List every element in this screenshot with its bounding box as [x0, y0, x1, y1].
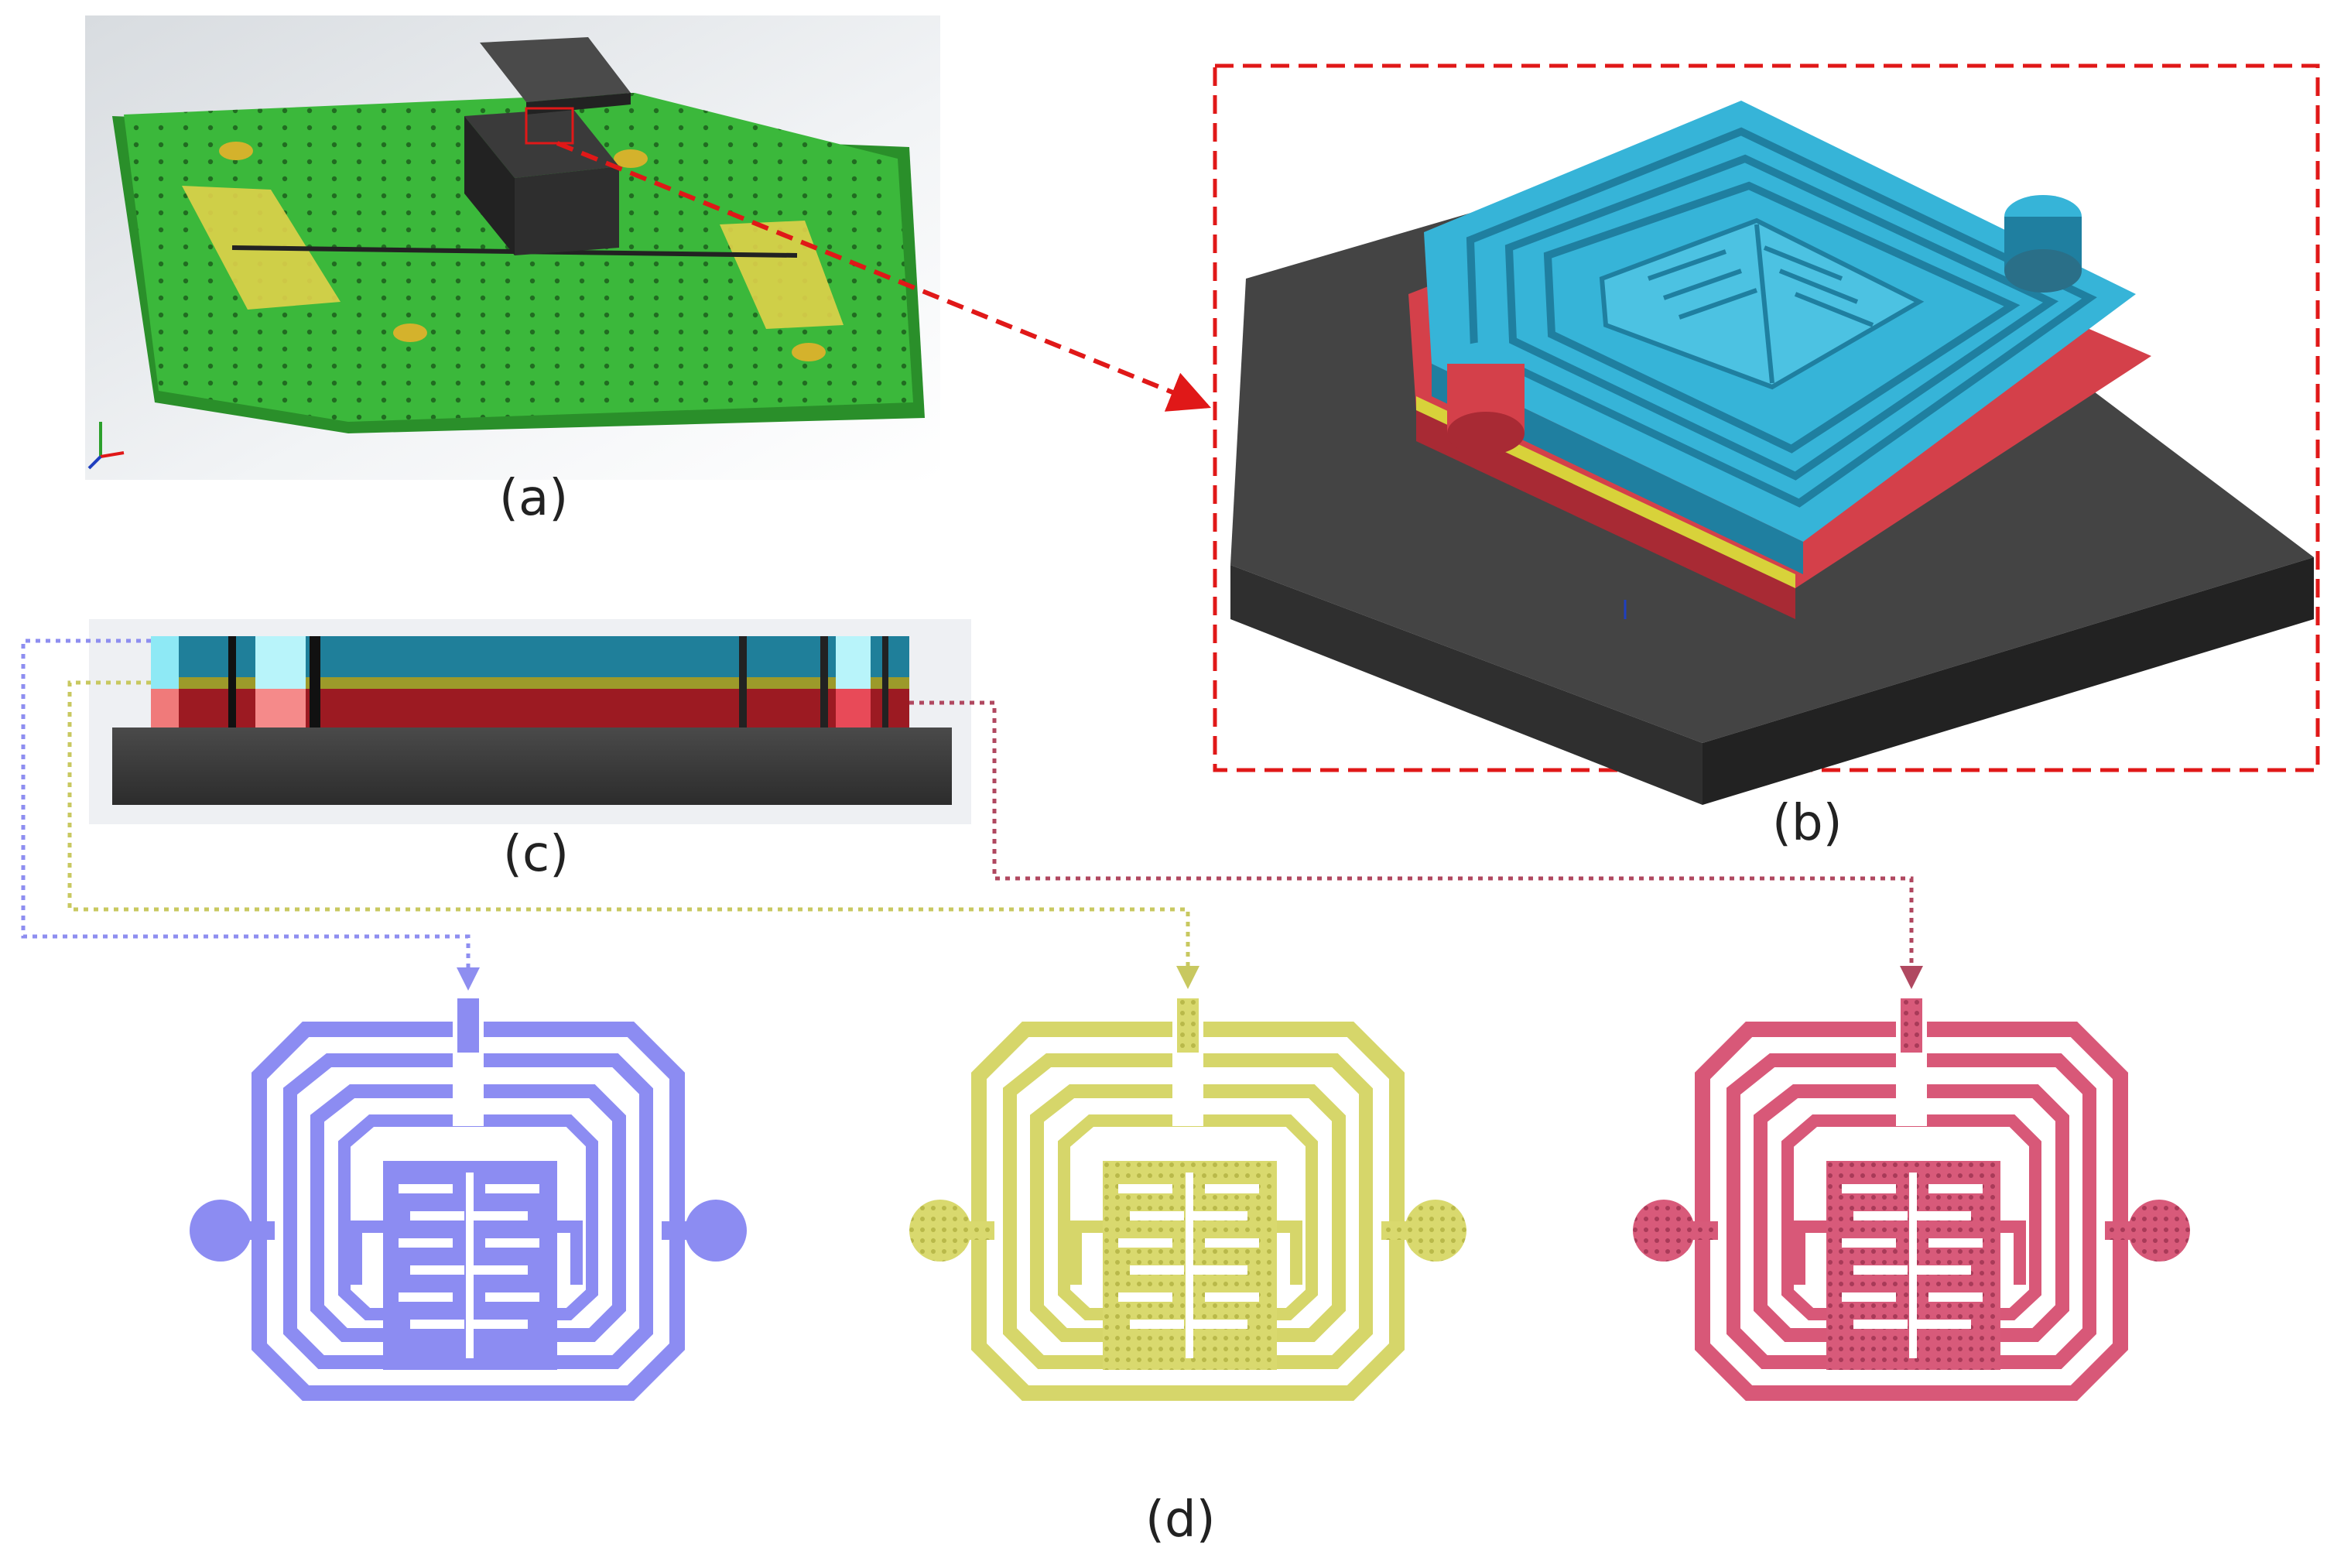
panel-b-label: (b): [1772, 795, 1843, 852]
panel-a-board-render: [85, 15, 940, 480]
lead-line-red: [909, 700, 1914, 967]
lead-line-yellow: [67, 680, 1190, 967]
panel-a-label: (a): [499, 470, 568, 527]
mask-red-layer: [1633, 998, 2190, 1393]
mask-yellow-layer: [909, 998, 1466, 1393]
mask-blue-layer: [190, 998, 747, 1393]
panel-b-device-render: [1213, 63, 2320, 805]
lead-line-blue: [21, 638, 471, 971]
panel-d-masks: [190, 998, 2190, 1393]
axis-triad-icon: [87, 422, 125, 470]
panel-d-label: (d): [1145, 1491, 1216, 1549]
panel-c-cross-section: [89, 619, 971, 824]
callout-arrow-icon: [556, 141, 1212, 412]
panel-c-label: (c): [503, 826, 569, 883]
